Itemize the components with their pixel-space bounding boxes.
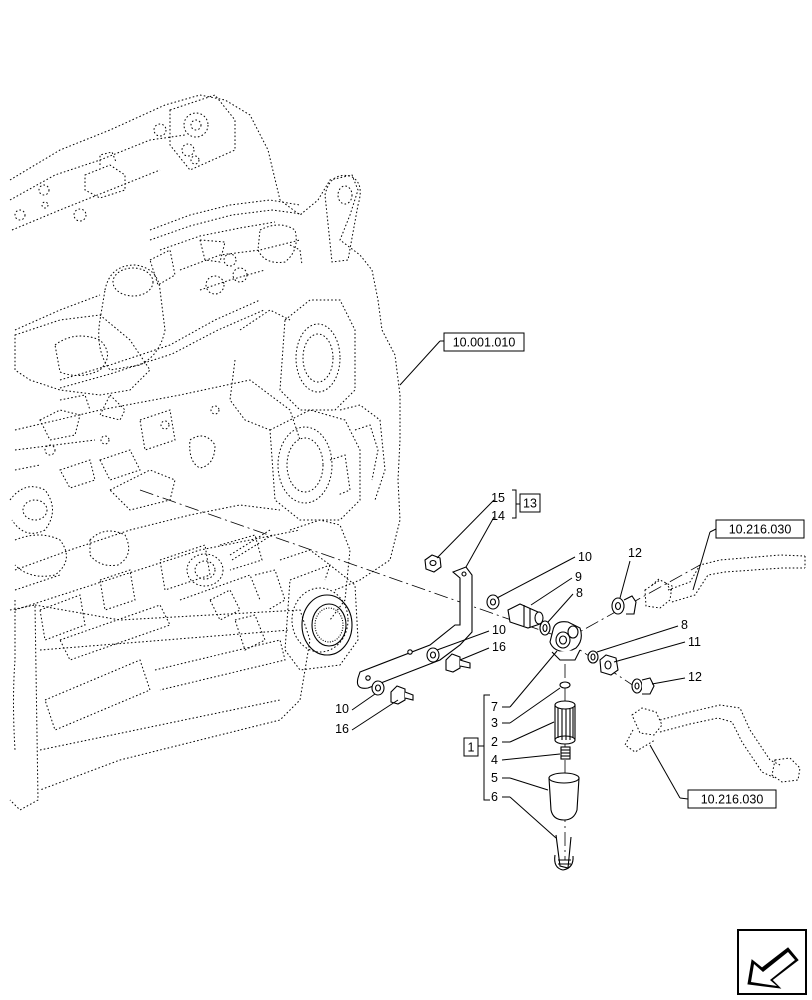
pump-mounting-flange: [301, 594, 353, 656]
callout-16b: 16: [335, 722, 349, 736]
callout-3: 3: [491, 716, 498, 730]
callout-10b: 10: [492, 623, 506, 637]
filter-element: [554, 700, 576, 745]
engine-block-illustration: [9, 94, 401, 811]
callout-12b: 12: [688, 670, 702, 684]
bolt-a: [445, 653, 471, 673]
callout-7: 7: [491, 700, 498, 714]
callout-8b: 8: [681, 618, 688, 632]
callout-2: 2: [491, 735, 498, 749]
filter-bowl: [548, 772, 580, 821]
engine-reference[interactable]: 10.001.010: [399, 332, 525, 386]
kit-1-label: 1: [468, 741, 475, 755]
hex-nut: [424, 554, 442, 573]
hose-reference-bottom-label: 10.216.030: [701, 793, 764, 807]
washer-c: [371, 680, 385, 696]
next-page-arrow-icon[interactable]: [737, 929, 807, 995]
assembly-centerlines: [139, 489, 701, 860]
hose-reference-top[interactable]: 10.216.030: [692, 519, 805, 591]
spring: [560, 746, 571, 760]
o-ring: [559, 681, 571, 689]
engine-reference-label: 10.001.010: [453, 336, 516, 350]
callout-11: 11: [688, 635, 701, 649]
callouts: 15 14 10 9 8 12 10 16 10 16 8 11: [335, 491, 702, 839]
kit-1-bracket: 1: [463, 694, 490, 801]
callout-10c: 10: [335, 702, 349, 716]
hose-upper: [644, 554, 806, 609]
kit-13-bracket: 13: [512, 489, 541, 519]
washer-a: [486, 594, 500, 610]
callout-9: 9: [575, 570, 582, 584]
quick-coupling-upper: [611, 595, 637, 615]
sealing-ring-a: [539, 620, 551, 636]
callout-10a: 10: [578, 550, 592, 564]
quick-coupling-lower: [631, 677, 655, 695]
hose-lower: [624, 704, 801, 783]
bolt-b: [390, 685, 414, 705]
hose-reference-top-label: 10.216.030: [729, 523, 792, 537]
banjo-bolt: [507, 603, 544, 629]
filter-head: [549, 621, 582, 661]
callout-12a: 12: [628, 546, 642, 560]
adapter-fitting: [599, 654, 619, 676]
callout-14: 14: [491, 509, 505, 523]
kit-13-label: 13: [523, 497, 537, 511]
callout-6: 6: [491, 790, 498, 804]
callout-5: 5: [491, 771, 498, 785]
mounting-bracket: [356, 566, 473, 689]
hose-reference-bottom[interactable]: 10.216.030: [649, 744, 777, 809]
callout-16a: 16: [492, 640, 506, 654]
callout-8a: 8: [576, 586, 583, 600]
callout-15: 15: [491, 491, 505, 505]
callout-4: 4: [491, 753, 498, 767]
washer-b: [426, 647, 440, 663]
sealing-ring-b: [587, 650, 599, 664]
retaining-clip: [554, 834, 574, 871]
